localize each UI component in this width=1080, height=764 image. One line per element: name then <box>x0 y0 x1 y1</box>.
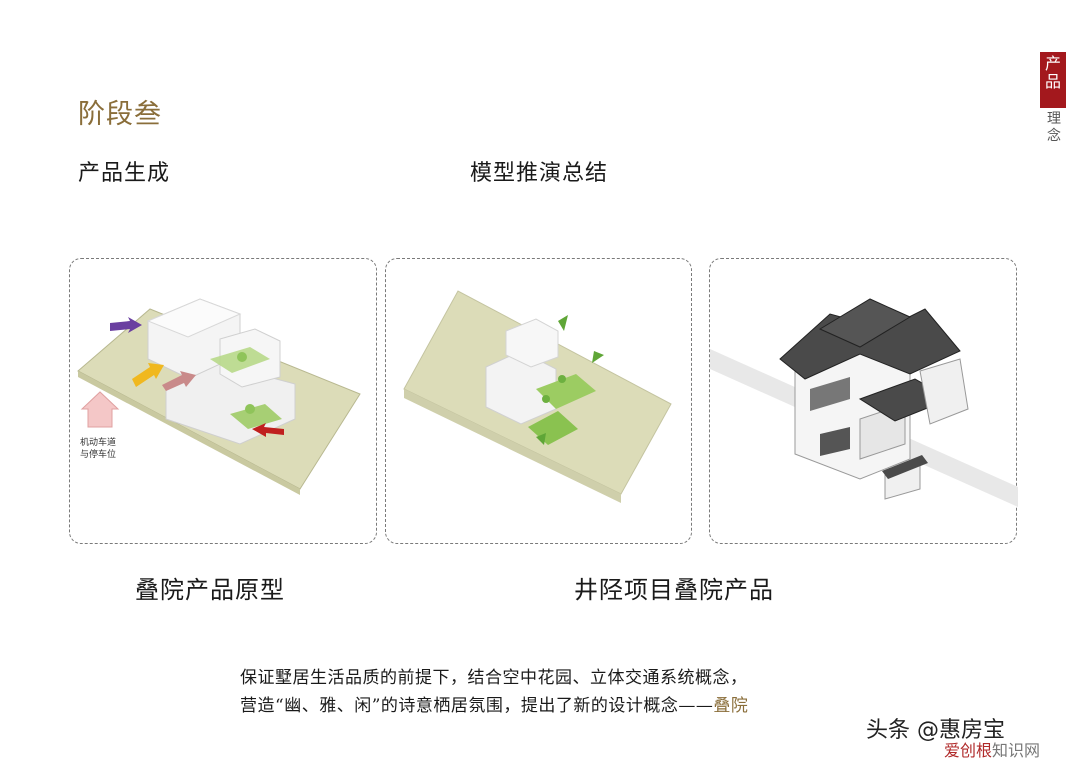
watermark-sub-gray: 知识网 <box>992 741 1041 760</box>
caption-right: 井陉项目叠院产品 <box>574 576 774 604</box>
terrain-model-illustration <box>403 290 672 503</box>
caption-left: 叠院产品原型 <box>135 576 285 604</box>
watermark-sub-red: 爱创根 <box>944 741 993 760</box>
left-heading: 产品生成 <box>78 161 171 186</box>
seal-sub-char-2: 念 <box>1047 128 1061 144</box>
description-line-1: 保证墅居生活品质的前提下，结合空中花园、立体交通系统概念， <box>240 668 748 688</box>
parking-label-2: 与停车位 <box>80 448 116 460</box>
house-render-panel <box>709 258 1018 544</box>
seal-sub-char-1: 理 <box>1047 111 1061 127</box>
house-render-illustration <box>710 298 1018 507</box>
parking-label-1: 机动车道 <box>80 436 116 448</box>
massing-diagram-panel: 机动车道 与停车位 <box>69 258 377 544</box>
massing-diagram-illustration: 机动车道 与停车位 <box>77 298 361 495</box>
watermark-sub: 爱创根知识网 <box>944 737 1040 761</box>
seal-stamp: 产 品 <box>1040 52 1066 108</box>
seal-char-1: 产 <box>1044 54 1061 73</box>
description-line-2-text: 营造“幽、雅、闲”的诗意栖居氛围，提出了新的设计概念—— <box>240 696 714 716</box>
seal-char-2: 品 <box>1044 72 1061 91</box>
center-heading: 模型推演总结 <box>470 161 609 186</box>
watermark-main: 头条 @惠房宝 <box>866 718 1005 743</box>
stage-title: 阶段叁 <box>78 99 162 130</box>
description-highlight: 叠院 <box>713 696 749 716</box>
seal-subtitle: 理 念 <box>1044 111 1064 145</box>
description-line-2: 营造“幽、雅、闲”的诗意栖居氛围，提出了新的设计概念——叠院 <box>240 691 748 716</box>
terrain-model-panel <box>385 258 692 544</box>
